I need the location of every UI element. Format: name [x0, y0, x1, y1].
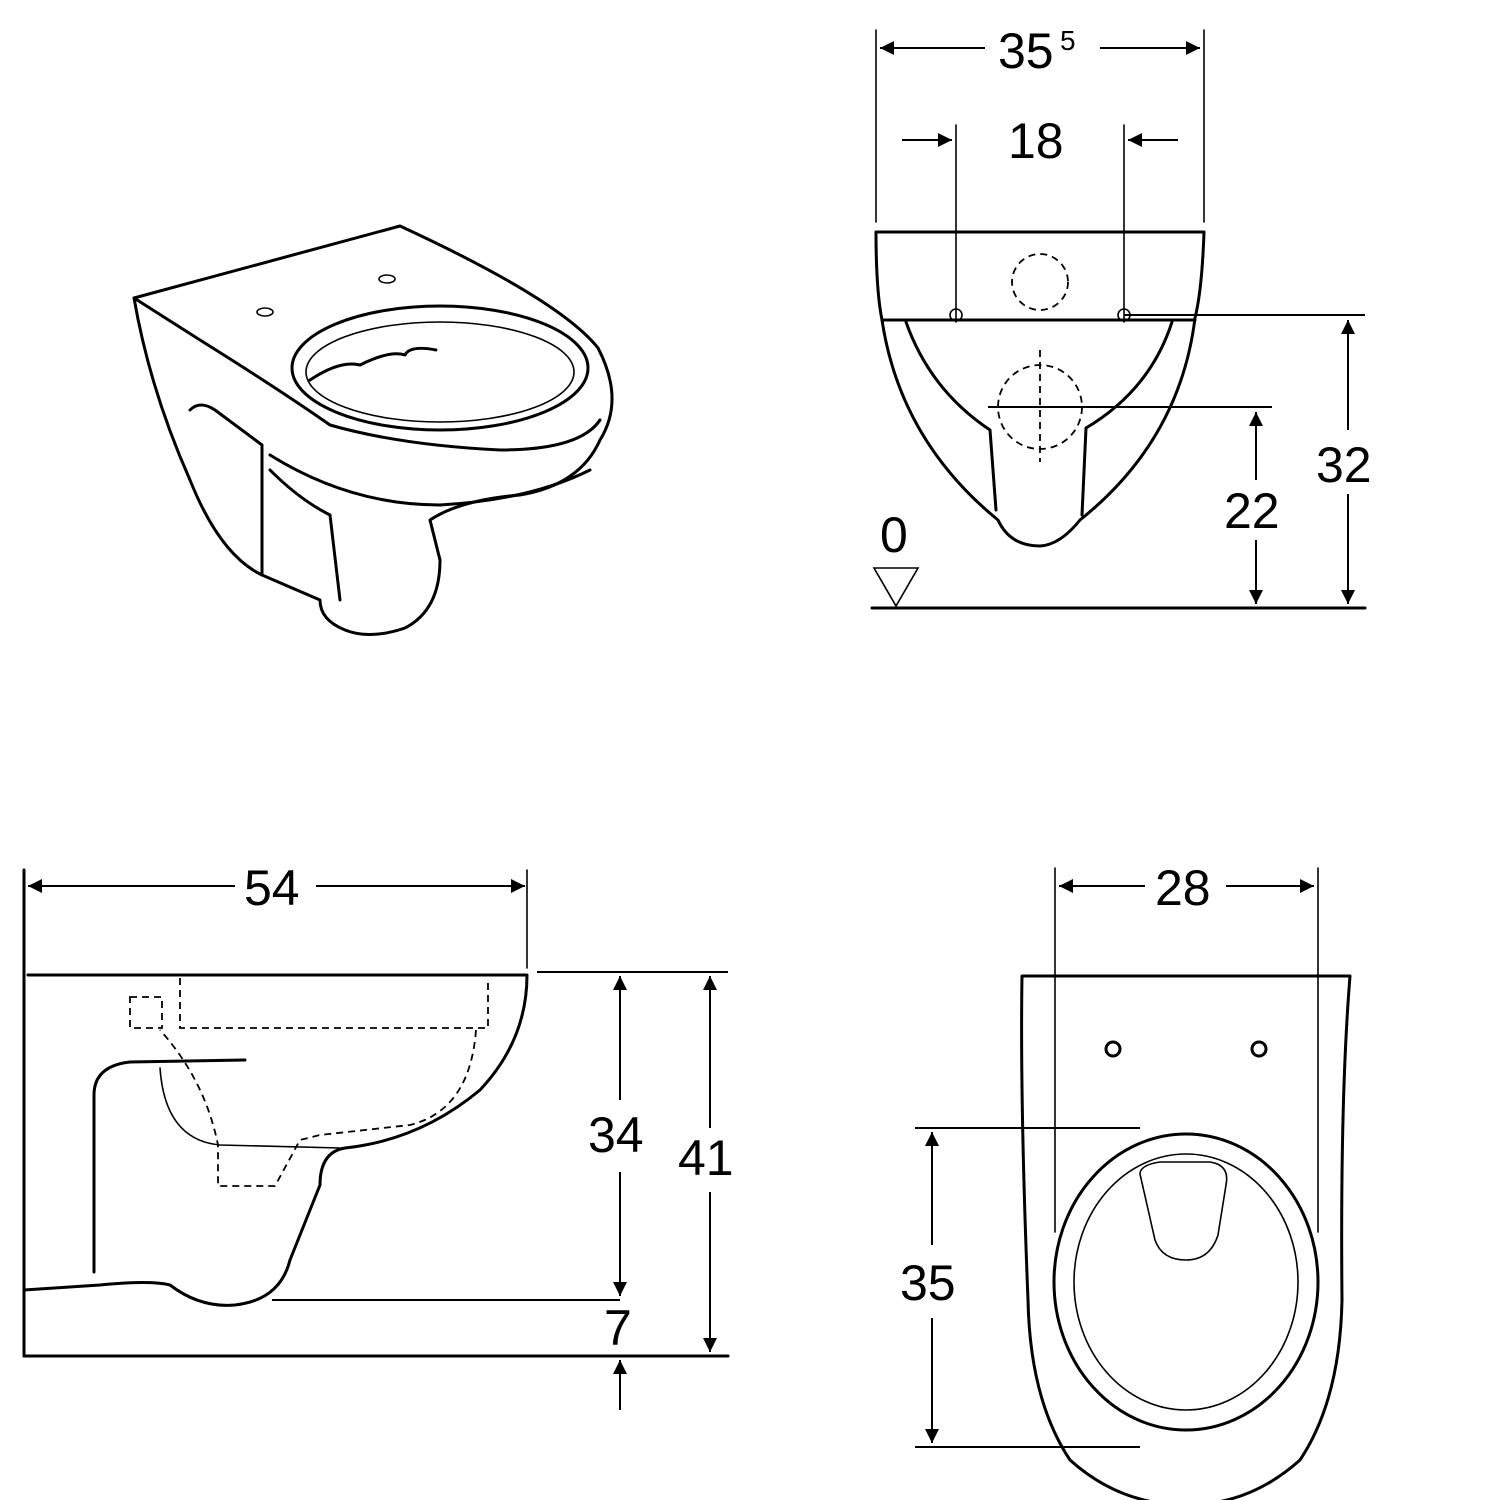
dim-floor-level: 0 — [880, 507, 908, 563]
bowl-inner — [305, 321, 575, 423]
side-view: 54 34 41 7 — [22, 860, 734, 1410]
dim-outlet-height: 22 — [1224, 483, 1280, 539]
fixing-left-icon — [949, 308, 963, 322]
bowl-rim — [290, 304, 590, 432]
dim-top-width: 28 — [1155, 860, 1211, 916]
perspective-view — [132, 224, 614, 636]
bowl-underside — [268, 453, 592, 507]
dim-clearance: 7 — [604, 1300, 632, 1356]
top-bowl-well — [1139, 1161, 1228, 1261]
seat-hole-right-icon — [378, 274, 396, 284]
front-right-inner — [1080, 320, 1174, 517]
dim-fixing-height: 32 — [1316, 437, 1372, 493]
dim-front-width: 35 — [998, 23, 1054, 79]
top-view: 28 35 — [900, 860, 1352, 1500]
pedestal-edge — [268, 468, 342, 602]
hidden-inlet-box — [129, 996, 163, 1029]
top-seat-outer — [1052, 1132, 1320, 1432]
flush-rim-line — [308, 346, 438, 382]
side-back-recess — [92, 1058, 247, 1274]
floor-level-triangle-icon — [872, 567, 920, 608]
dim-side-length: 54 — [244, 860, 300, 916]
front-outline — [874, 230, 1206, 548]
top-outline — [1020, 974, 1352, 1500]
water-inlet-circle — [1011, 253, 1069, 311]
dim-front-width-sup: 5 — [1060, 25, 1076, 56]
toilet-seat-top-surface — [132, 296, 602, 452]
dim-top-length: 35 — [900, 1255, 956, 1311]
top-seat-hole-right-icon — [1250, 1040, 1268, 1058]
back-recess — [188, 403, 264, 577]
side-inner-line — [159, 1067, 341, 1149]
dim-total-height: 41 — [678, 1130, 734, 1186]
dim-fixing-spacing: 18 — [1008, 113, 1064, 169]
hidden-seat-line — [179, 978, 489, 1029]
side-outline — [22, 973, 529, 1307]
top-seat-inner — [1073, 1153, 1299, 1411]
front-left-inner — [904, 320, 998, 512]
hidden-bowl-line — [159, 1029, 477, 1187]
seat-hole-left-icon — [256, 307, 274, 317]
top-seat-hole-left-icon — [1104, 1040, 1122, 1058]
front-view: 35 5 18 0 22 32 — [870, 23, 1372, 610]
toilet-outer-contour — [132, 224, 614, 636]
dim-bowl-height: 34 — [588, 1107, 644, 1163]
